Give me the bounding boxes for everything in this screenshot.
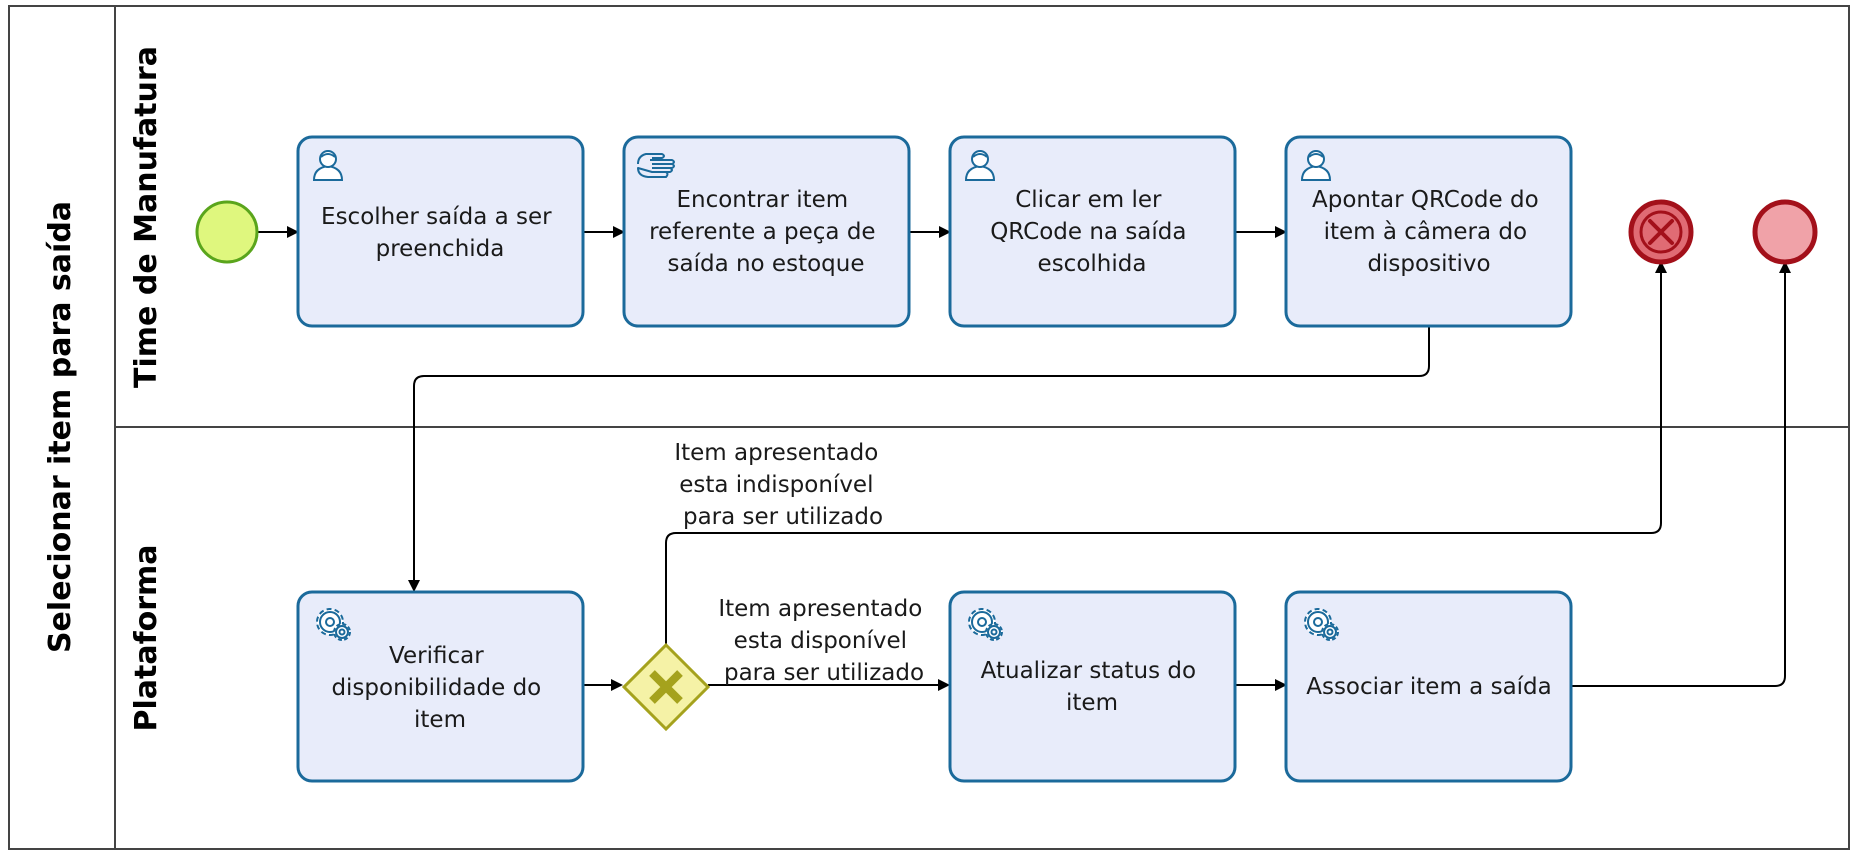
user-icon [964, 150, 996, 181]
flow-label-unavailable: Item apresentado esta indisponível para … [674, 440, 885, 530]
end-event[interactable] [1752, 199, 1818, 265]
user-icon [312, 150, 344, 181]
task-t4[interactable]: Apontar QRCode do item à câmera do dispo… [1284, 135, 1573, 328]
flow-t4-to-t5[interactable] [408, 326, 1430, 592]
task-t5[interactable]: Verificar disponibilidade do item [296, 590, 585, 783]
gear-icon [316, 608, 351, 641]
task-t1-label: Escolher saída a ser preenchida [321, 204, 559, 262]
task-t3-label: Clicar em ler QRCode na saída escolhida [990, 187, 1194, 277]
task-t3[interactable]: Clicar em ler QRCode na saída escolhida [948, 135, 1237, 328]
task-t2-label: Encontrar item referente a peça de saída… [649, 187, 883, 277]
task-t7[interactable]: Associar item a saída [1284, 590, 1573, 783]
sequence-flows [257, 226, 1791, 691]
task-t6-label: Atualizar status do item [981, 658, 1204, 716]
flow-label-available: Item apresentado esta disponível para se… [718, 596, 929, 686]
user-icon [1300, 150, 1332, 181]
pool: Selecionar item para saída Time de Manuf… [8, 5, 1850, 850]
start-event[interactable] [195, 200, 259, 264]
flow-gateway-to-error-end[interactable] [665, 261, 1667, 645]
gateway-x-icon [649, 670, 683, 704]
lane-title-manufatura: Time de Manufatura [129, 46, 164, 388]
task-t2[interactable]: Encontrar item referente a peça de saída… [622, 135, 911, 328]
flow-t7-to-end[interactable] [1572, 261, 1791, 687]
lane-title-plataforma: Plataforma [129, 544, 164, 731]
gear-icon [1304, 608, 1339, 641]
task-t1[interactable]: Escolher saída a ser preenchida [296, 135, 585, 328]
gear-icon [968, 608, 1003, 641]
error-x-icon [1639, 210, 1683, 254]
hand-icon [637, 153, 675, 178]
task-t4-label: Apontar QRCode do item à câmera do dispo… [1312, 187, 1546, 277]
error-end-event[interactable] [1628, 199, 1694, 265]
exclusive-gateway[interactable] [621, 642, 711, 732]
task-t6[interactable]: Atualizar status do item [948, 590, 1237, 783]
task-t7-label: Associar item a saída [1306, 674, 1552, 700]
task-t5-label: Verificar disponibilidade do item [331, 643, 548, 733]
pool-title: Selecionar item para saída [43, 201, 78, 653]
